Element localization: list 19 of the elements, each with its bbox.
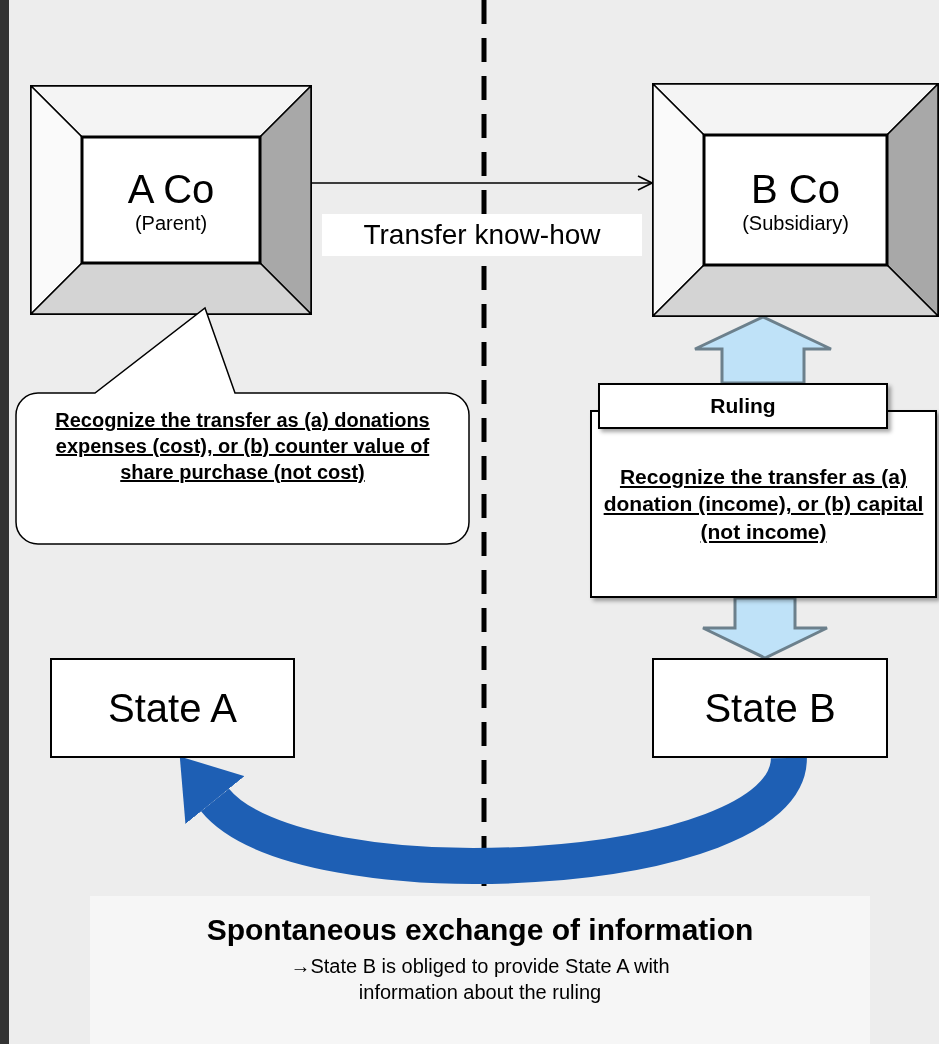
box-text: Recognize the transfer as (a) donation (income), or (b) capital (not income) [602,464,925,545]
block-arrow [693,315,833,385]
ruling-box [598,383,888,429]
note-text: →State B is obliged to provide State A with information about the ruling [289,954,671,1005]
block-arrow [701,596,829,660]
state-name: State A [108,685,237,732]
box-heading: Ruling [710,393,776,420]
state-name: State B [704,685,836,732]
callout-text: Recognize the transfer as (a) donations expenses (cost), or (b) counter value of share purchase (not cost) [54,408,431,485]
speech-bubble [15,305,470,545]
state-box [50,658,295,758]
edge-label: Transfer know-how [322,214,642,256]
state-box [652,658,888,758]
company-role: (Subsidiary) [742,211,849,235]
note-heading: Spontaneous exchange of information [206,912,754,948]
arrow [311,175,653,191]
company-name: B Co [751,165,840,212]
company-role: (Parent) [134,211,208,235]
company-name: A Co [127,165,215,212]
